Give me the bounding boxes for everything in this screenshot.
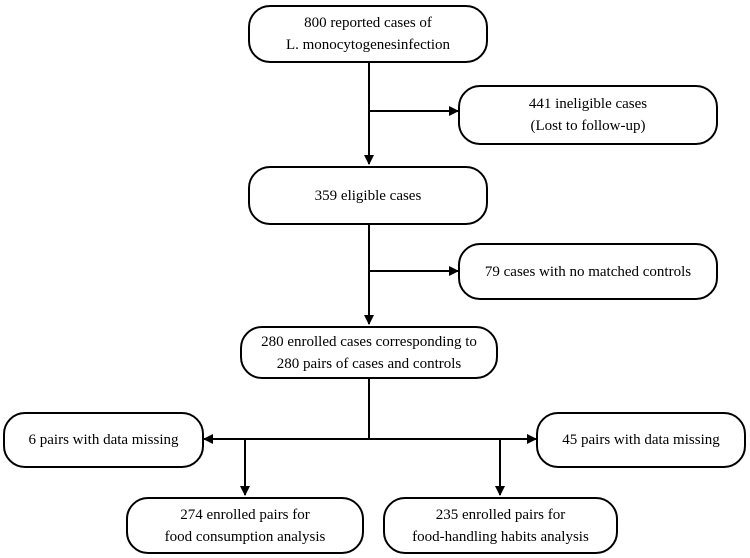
box-enrolled-line-1: 280 enrolled cases corresponding to — [261, 333, 477, 350]
box-missing-right: 45 pairs with data missing — [536, 412, 746, 468]
box-food-handling-line-2: food-handling habits analysis — [412, 528, 589, 545]
box-food-handling-line-1: 235 enrolled pairs for — [435, 506, 566, 523]
box-reported-cases: 800 reported cases of L. monocytogenesin… — [248, 5, 488, 63]
box-reported-line-2: L. monocytogenesinfection — [285, 37, 451, 53]
box-reported-line-1: 800 reported cases of — [304, 15, 432, 31]
box-eligible-cases: 359 eligible cases — [248, 166, 488, 225]
box-missing-left: 6 pairs with data missing — [3, 412, 204, 468]
box-eligible-line-1: 359 eligible cases — [314, 187, 422, 204]
box-enrolled-cases: 280 enrolled cases corresponding to 280 … — [240, 326, 498, 379]
box-no-matched-controls: 79 cases with no matched controls — [458, 243, 718, 300]
box-food-consumption-line-1: 274 enrolled pairs for — [180, 506, 310, 523]
box-ineligible-line-2: (Lost to follow-up) — [530, 118, 646, 134]
box-enrolled-line-2: 280 pairs of cases and controls — [276, 355, 462, 372]
box-ineligible-line-1: 441 ineligible cases — [528, 96, 648, 112]
box-ineligible-cases: 441 ineligible cases (Lost to follow-up) — [458, 85, 718, 145]
box-food-handling: 235 enrolled pairs for food-handling hab… — [383, 497, 618, 554]
box-no-controls-line-1: 79 cases with no matched controls — [484, 263, 692, 280]
box-food-consumption: 274 enrolled pairs for food consumption … — [126, 497, 364, 554]
box-missing-right-line-1: 45 pairs with data missing — [562, 432, 720, 448]
box-food-consumption-line-2: food consumption analysis — [164, 528, 326, 545]
box-missing-left-line-1: 6 pairs with data missing — [28, 432, 179, 448]
